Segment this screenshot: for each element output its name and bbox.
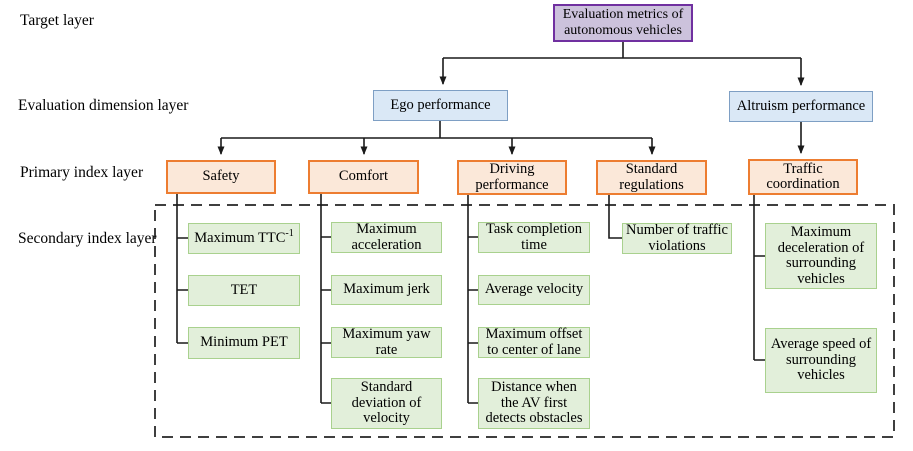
node-traffic-label: Traffic coordination <box>766 160 840 192</box>
node-ego-performance: Ego performance <box>373 90 508 121</box>
node-driving-performance: Driving performance <box>457 160 567 195</box>
node-comfort-label: Comfort <box>338 168 389 185</box>
node-standard-deviation-velocity-label: Standard deviation of velocity <box>351 379 422 427</box>
layer-label-target: Target layer <box>20 12 94 29</box>
node-distance-av-detects-obstacles-label: Distance when the AV first detects obsta… <box>485 379 583 427</box>
traffic-children-tree <box>753 195 765 361</box>
node-average-speed-surrounding-label: Average speed of surrounding vehicles <box>770 336 872 384</box>
node-safety: Safety <box>166 160 276 194</box>
node-root-label: Evaluation metrics of autonomous vehicle… <box>562 7 684 38</box>
node-average-velocity: Average velocity <box>478 275 590 305</box>
node-altruism-label: Altruism performance <box>736 97 866 114</box>
standard-children-tree <box>608 195 622 239</box>
node-altruism-performance: Altruism performance <box>729 91 873 122</box>
node-driving-label: Driving performance <box>475 161 549 193</box>
node-maximum-deceleration-surrounding-label: Maximum deceleration of surrounding vehi… <box>777 224 865 287</box>
node-ego-label: Ego performance <box>390 96 491 113</box>
node-number-traffic-violations: Number of traffic violations <box>622 222 732 254</box>
comfort-children-tree <box>320 194 331 404</box>
node-task-completion-time: Task completion time <box>478 221 590 253</box>
node-maximum-deceleration-surrounding: Maximum deceleration of surrounding vehi… <box>765 223 877 289</box>
node-traffic-coordination: Traffic coordination <box>748 159 858 195</box>
node-evaluation-metrics-root: Evaluation metrics of autonomous vehicle… <box>553 4 693 42</box>
node-maximum-jerk: Maximum jerk <box>331 275 442 305</box>
node-maximum-acceleration-label: Maximum acceleration <box>351 221 422 253</box>
node-maximum-acceleration: Maximum acceleration <box>331 221 442 253</box>
node-average-speed-surrounding: Average speed of surrounding vehicles <box>765 328 877 393</box>
layer-label-secondary-index: Secondary index layer <box>18 230 157 247</box>
node-tet: TET <box>188 275 300 306</box>
node-distance-av-detects-obstacles: Distance when the AV first detects obsta… <box>478 378 590 429</box>
node-comfort: Comfort <box>308 160 419 194</box>
safety-children-tree <box>176 194 188 344</box>
ttc-exponent: -1 <box>285 227 294 239</box>
node-maximum-offset-center-lane-label: Maximum offset to center of lane <box>485 326 583 358</box>
node-standard-deviation-velocity: Standard deviation of velocity <box>331 378 442 429</box>
secondary-layer-frame <box>154 204 895 438</box>
node-average-velocity-label: Average velocity <box>484 281 584 298</box>
node-maximum-jerk-label: Maximum jerk <box>343 281 430 298</box>
node-maximum-ttc-inverse: Maximum TTC-1 <box>188 223 300 254</box>
node-maximum-offset-center-lane: Maximum offset to center of lane <box>478 326 590 358</box>
layer-label-evaluation-dimension: Evaluation dimension layer <box>18 97 189 114</box>
node-maximum-yaw-rate-label: Maximum yaw rate <box>342 326 431 358</box>
node-standard-label: Standard regulations <box>619 161 684 193</box>
node-maximum-yaw-rate: Maximum yaw rate <box>331 326 442 358</box>
driving-children-tree <box>467 195 478 404</box>
node-maximum-ttc-label: Maximum TTC-1 <box>194 227 294 246</box>
node-safety-label: Safety <box>202 168 240 185</box>
node-task-completion-time-label: Task completion time <box>485 221 583 253</box>
node-minimum-pet-label: Minimum PET <box>200 334 288 351</box>
node-minimum-pet: Minimum PET <box>188 327 300 359</box>
node-tet-label: TET <box>230 281 258 298</box>
node-standard-regulations: Standard regulations <box>596 160 707 195</box>
layer-label-primary-index: Primary index layer <box>20 164 144 181</box>
node-number-traffic-violations-label: Number of traffic violations <box>626 222 728 254</box>
